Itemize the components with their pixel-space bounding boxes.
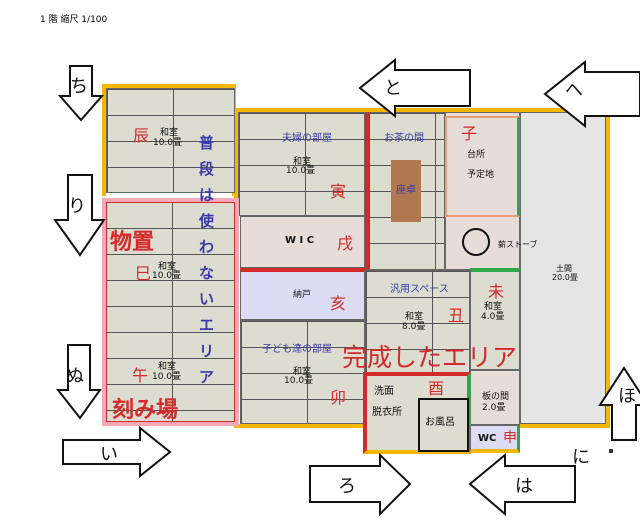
arrow-ha-label: は xyxy=(515,476,533,497)
arrow-i xyxy=(62,425,172,479)
room-wc xyxy=(470,425,520,453)
arrow-nu-label: ぬ xyxy=(66,366,84,387)
arrow-he xyxy=(543,59,640,129)
zodiac-ne: 子 xyxy=(461,124,478,143)
itanoma-name: 板の間 xyxy=(482,392,510,402)
doma-size: 20.0畳 xyxy=(552,273,578,282)
zodiac-uma: 午 xyxy=(132,366,149,385)
room-wic xyxy=(240,216,365,268)
arrow-he-label: へ xyxy=(565,80,583,101)
mi-type: 和室 xyxy=(158,262,177,272)
zataku-table xyxy=(391,160,421,222)
washitsu4-size: 4.0畳 xyxy=(481,312,505,322)
zodiac-tora: 寅 xyxy=(330,182,347,201)
room-hanyo xyxy=(365,270,470,373)
arrow-ri-label: り xyxy=(68,196,86,217)
zodiac-mi: 巳 xyxy=(135,264,152,283)
wc-name: WC xyxy=(478,433,497,444)
arrow-ri xyxy=(53,174,106,257)
hanyo-name: 汎用スペース xyxy=(390,284,449,295)
arrow-chi xyxy=(57,65,105,122)
storage-label: 物置 xyxy=(110,230,155,255)
tatsu-type: 和室 xyxy=(160,128,179,138)
zodiac-ushi: 丑 xyxy=(448,306,465,325)
fufu-size: 10.0畳 xyxy=(286,166,316,176)
room-kitchen xyxy=(445,116,521,217)
kitchen-name: 台所 xyxy=(467,150,486,160)
hanyo-type: 和室 xyxy=(405,312,424,322)
wood-stove-icon xyxy=(462,228,490,256)
page-title: 1 階 縮尺 1/100 xyxy=(40,15,108,25)
arrow-i-label: い xyxy=(100,444,118,465)
unused-area-label: 普段は使わないエリア xyxy=(199,134,215,386)
uma-size: 10.0畳 xyxy=(152,372,182,382)
room-washitsu4 xyxy=(470,268,520,370)
tatsu-size: 10.0畳 xyxy=(153,138,183,148)
arrow-ho xyxy=(598,366,640,441)
zataku-label: 座卓 xyxy=(396,185,416,196)
room-fufu xyxy=(238,112,365,216)
stove-name: 薪ストーブ xyxy=(498,240,538,249)
kitchen-sub: 予定地 xyxy=(467,170,495,180)
arrow-ho-label: ほ xyxy=(618,386,636,407)
ofuro-name: お風呂 xyxy=(425,417,455,428)
fufu-type: 和室 xyxy=(293,157,312,167)
arrow-ro-label: ろ xyxy=(338,476,356,497)
room-tatsu xyxy=(106,88,235,193)
wic-name: W I C xyxy=(285,235,315,246)
marker-dot xyxy=(609,449,613,453)
mi-size: 10.0畳 xyxy=(152,271,182,281)
room-doma xyxy=(520,112,606,424)
arrow-ro xyxy=(309,452,412,517)
room-ofuro xyxy=(418,398,469,452)
workshop-label: 刻み場 xyxy=(112,398,179,423)
hanyo-size: 8.0畳 xyxy=(402,322,426,332)
zodiac-saru: 申 xyxy=(503,430,517,446)
doma-name: 土間 xyxy=(556,264,572,273)
room-itanoma xyxy=(470,370,520,425)
room-kodomo xyxy=(240,320,365,424)
zodiac-tatsu: 辰 xyxy=(133,126,150,145)
zodiac-u: 卯 xyxy=(330,388,347,407)
washitsu4-type: 和室 xyxy=(484,302,503,312)
zodiac-inu: 戌 xyxy=(337,234,354,253)
arrow-chi-label: ち xyxy=(70,76,88,97)
uma-type: 和室 xyxy=(158,362,177,372)
zodiac-hitsuji: 未 xyxy=(488,282,505,301)
arrow-to-label: と xyxy=(384,78,402,99)
itanoma-size: 2.0畳 xyxy=(482,403,506,413)
arrow-to xyxy=(358,57,471,119)
ochanoma-name: お茶の間 xyxy=(384,133,424,144)
room-nando xyxy=(240,268,365,320)
nando-name: 納戸 xyxy=(293,290,312,300)
arrow-ni-label: に xyxy=(572,447,590,468)
kodomo-name: 子ども達の部屋 xyxy=(262,344,332,355)
completed-area-label: 完成したエリア xyxy=(342,343,518,372)
arrow-nu xyxy=(55,344,102,420)
senmen-name2: 脱衣所 xyxy=(372,407,402,418)
zodiac-tori: 酉 xyxy=(428,379,445,398)
senmen-name1: 洗面 xyxy=(374,386,394,397)
kodomo-size: 10.0畳 xyxy=(284,376,314,386)
zodiac-i: 亥 xyxy=(330,294,347,313)
arrow-ha xyxy=(468,452,576,517)
fufu-name: 夫婦の部屋 xyxy=(282,133,332,144)
unused-area xyxy=(102,198,239,426)
kodomo-type: 和室 xyxy=(293,367,312,377)
